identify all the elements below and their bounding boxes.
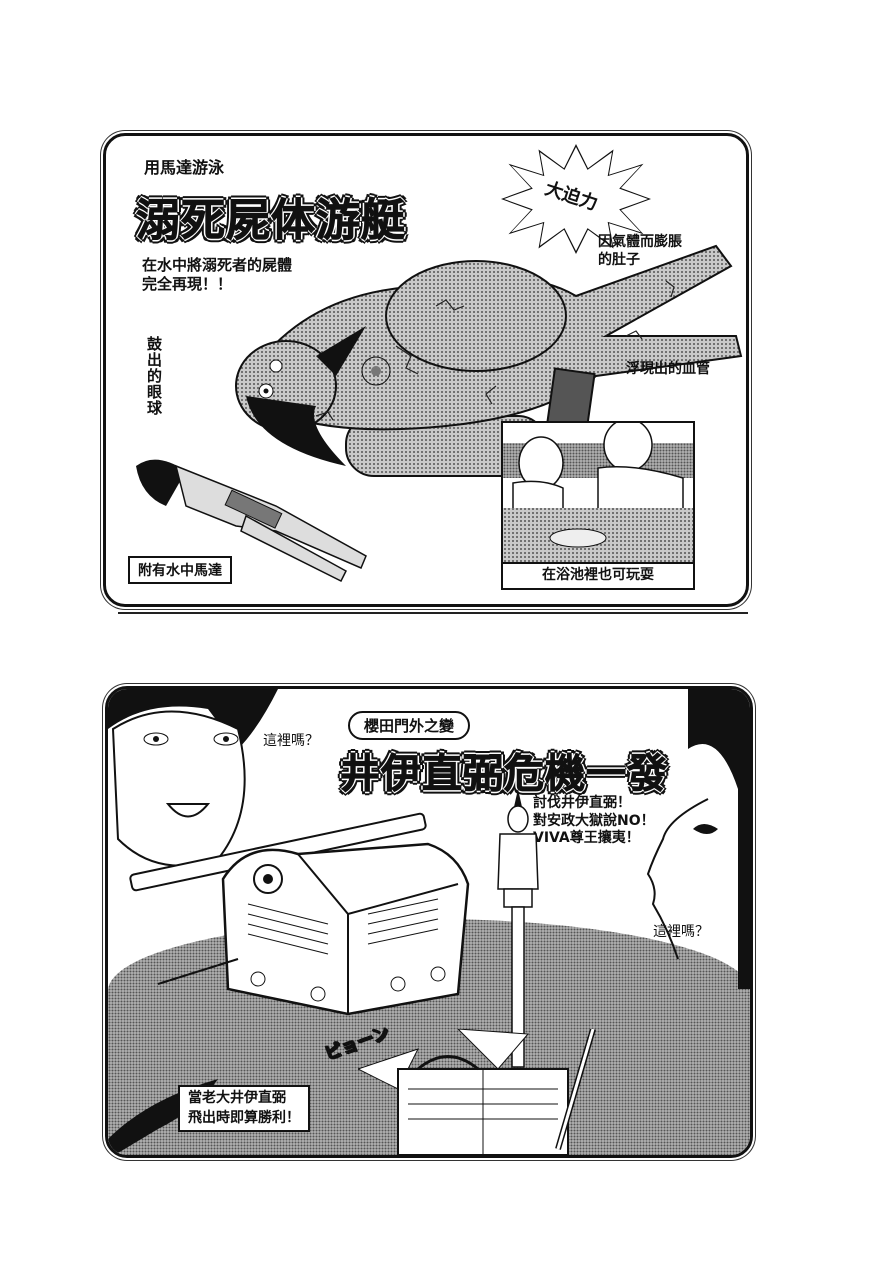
woman-right-illustration — [646, 689, 750, 989]
annotation-veins: 浮現出的血管 — [626, 361, 710, 377]
speech-right: 這裡嗎？ — [653, 924, 709, 940]
panel-drowned-corpse-boat: 用馬達游泳 溺死屍体游艇 在水中將溺死者的屍體 完全再現！！ 大迫力 — [103, 133, 749, 607]
corpse-toy-illustration — [235, 244, 743, 477]
speech-left: 這裡嗎？ — [263, 733, 319, 749]
annotation-belly: 因氣體而膨脹 的肚子 — [598, 234, 682, 268]
palanquin-illustration — [129, 812, 470, 1016]
bath-caption: 在浴池裡也可玩耍 — [503, 561, 693, 584]
motor-caption: 附有水中馬達 — [128, 556, 232, 584]
panel-ii-naosuke-crisis: 這裡嗎？ 這裡嗎？ 櫻田門外之變 井伊直弼危機一發 討伐井伊直弼！ 對安政大獄說… — [105, 686, 753, 1158]
panel-title: 井伊直弼危機一發 — [340, 751, 668, 798]
ejected-figure-illustration — [358, 1029, 596, 1155]
panel-title: 溺死屍体游艇 — [136, 195, 406, 247]
protest-slogans: 討伐井伊直弼！ 對安政大獄說NO！ VIVA尊王攘夷！ — [533, 795, 655, 846]
panel-subtitle-pill: 櫻田門外之變 — [348, 711, 471, 740]
panel-divider-line — [118, 612, 748, 614]
samurai-figure-illustration — [497, 789, 539, 1068]
small-doll-illustration — [136, 459, 367, 583]
bath-inset: 在浴池裡也可玩耍 — [501, 421, 695, 590]
win-caption: 當老大井伊直弼 飛出時即算勝利！ — [178, 1085, 310, 1133]
annotation-eyes: 鼓出的眼球 — [145, 336, 163, 416]
product-description: 在水中將溺死者的屍體 完全再現！！ — [142, 256, 293, 293]
bathers-illustration — [503, 423, 693, 563]
panel-subtitle: 用馬達游泳 — [144, 158, 225, 177]
woman-left-illustration — [108, 689, 278, 867]
